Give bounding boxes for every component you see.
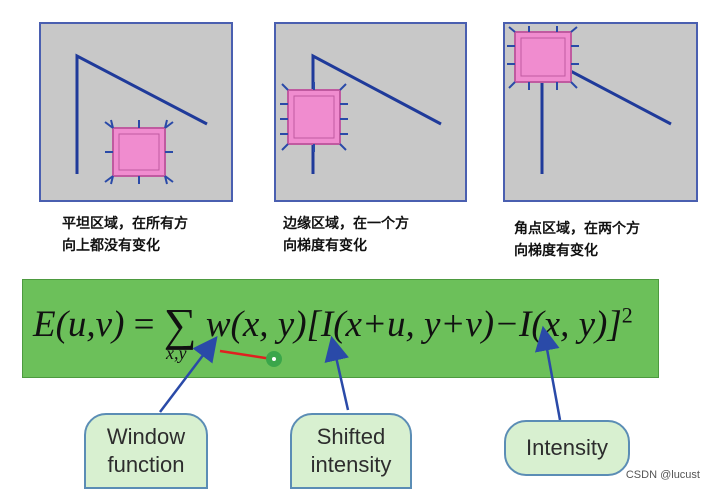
window-square	[112, 127, 166, 177]
flat-region-illustration	[75, 53, 208, 185]
window-function-callout: Window function	[84, 413, 208, 489]
formula-exponent: 2	[621, 302, 633, 328]
flat-region-caption: 平坦区域，在所有方 向上都没有变化	[62, 213, 188, 257]
callout-line: Shifted	[316, 424, 386, 449]
corner-region-caption: 角点区域，在两个方 向梯度有变化	[514, 218, 640, 262]
caption-line: 角点区域，在两个方	[514, 221, 640, 237]
sum-symbol: ∑	[163, 299, 197, 350]
formula-rhs: w(x, y)[I(x+u, y+v)−I(x, y)]	[205, 304, 622, 345]
caption-line: 向梯度有变化	[283, 238, 367, 254]
formula-lhs: E(u,v)	[33, 304, 125, 345]
shift-arrows	[507, 26, 579, 90]
shifted-intensity-callout: Shifted intensity	[290, 413, 412, 489]
window-square	[514, 31, 572, 83]
shift-arrows	[280, 82, 348, 152]
window-square	[287, 89, 341, 145]
callout-line: Window	[106, 424, 186, 449]
edge-line	[75, 53, 208, 174]
caption-line: 平坦区域，在所有方	[62, 216, 188, 232]
callout-line: intensity	[310, 452, 392, 477]
caption-line: 边缘区域，在一个方	[283, 216, 409, 232]
corner-region-illustration	[507, 26, 672, 174]
sum-subscript: x,y	[166, 343, 187, 363]
harris-formula: E(u,v) = ∑ w(x, y)[I(x+u, y+v)−I(x, y)]2	[33, 294, 633, 350]
edge-region-illustration	[280, 53, 442, 174]
edge-region-panel	[274, 22, 467, 202]
edge-region-caption: 边缘区域，在一个方 向梯度有变化	[283, 213, 409, 257]
flat-region-panel	[39, 22, 233, 202]
watermark: CSDN @lucust	[625, 469, 700, 481]
caption-line: 向梯度有变化	[514, 243, 598, 259]
intensity-callout: Intensity	[504, 420, 630, 476]
formula-bar: E(u,v) = ∑ w(x, y)[I(x+u, y+v)−I(x, y)]2…	[22, 279, 659, 378]
formula-equals: =	[133, 304, 155, 345]
shift-arrows	[104, 119, 174, 185]
corner-region-panel	[503, 22, 698, 202]
callout-line: function	[107, 452, 185, 477]
callout-line: Intensity	[526, 435, 608, 460]
caption-line: 向上都没有变化	[62, 238, 160, 254]
